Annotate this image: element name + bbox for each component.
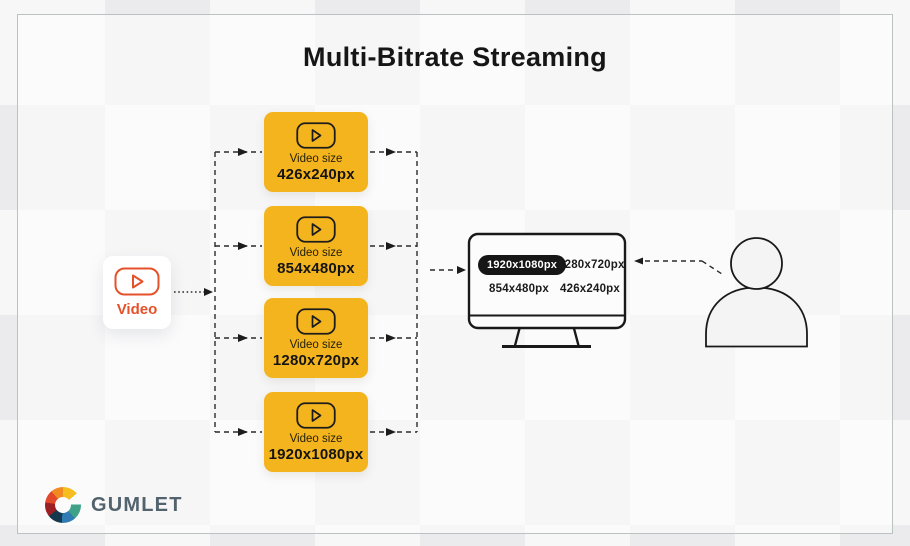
brand-logo: GUMLET [45, 487, 183, 523]
play-icon [296, 307, 336, 335]
rendition-size-label: Video size [289, 246, 343, 259]
resolution-text: 1280x720px [558, 259, 625, 271]
resolution-text: 426x240px [560, 283, 620, 295]
rendition-resolution: 1280x720px [272, 351, 360, 369]
rendition-resolution: 1920x1080px [268, 445, 364, 463]
rendition-size-label: Video size [289, 432, 343, 445]
rendition-size-label: Video size [289, 152, 343, 165]
resolution-text: 854x480px [489, 283, 549, 295]
play-icon [296, 401, 336, 429]
play-icon [296, 215, 336, 243]
play-icon [296, 121, 336, 149]
selected-resolution-badge: 1920x1080px [478, 255, 567, 275]
rendition-box-854x480: Video size 854x480px [264, 206, 368, 286]
play-icon [114, 267, 160, 296]
rendition-resolution: 854x480px [277, 259, 355, 277]
rendition-resolution: 426x240px [277, 165, 355, 183]
rendition-box-1280x720: Video size 1280x720px [264, 298, 368, 378]
brand-name: GUMLET [91, 493, 183, 516]
video-source-box: Video [103, 256, 171, 329]
rendition-box-1920x1080: Video size 1920x1080px [264, 392, 368, 472]
page-title: Multi-Bitrate Streaming [303, 42, 607, 72]
gumlet-logo-icon [45, 487, 81, 523]
video-source-label: Video [116, 301, 158, 318]
rendition-box-426x240: Video size 426x240px [264, 112, 368, 192]
rendition-size-label: Video size [289, 338, 343, 351]
